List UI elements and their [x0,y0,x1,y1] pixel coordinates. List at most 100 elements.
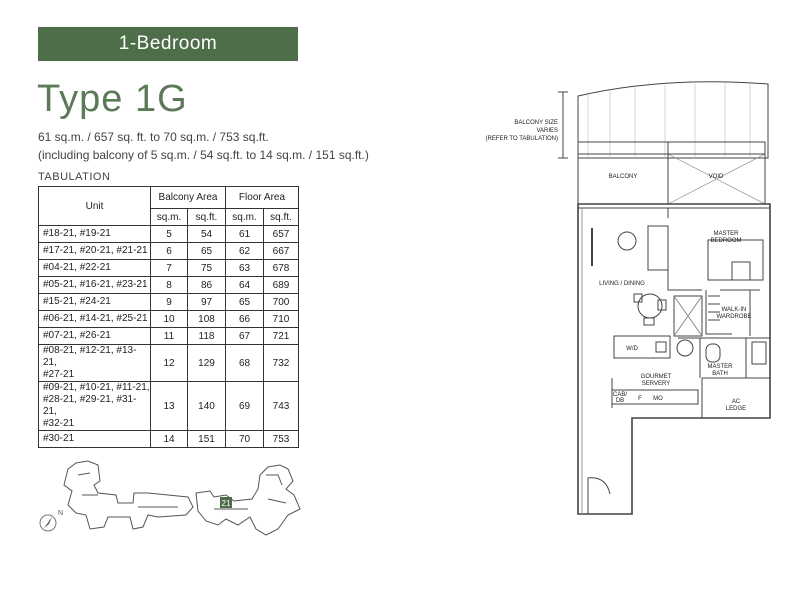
b-sqft-cell: 140 [187,381,226,431]
unit-numbers-cell: #05-21, #16-21, #23-21 [38,276,151,294]
bed-furniture [707,239,764,281]
balcony-note-line2: VARIES [536,128,558,134]
label-master-bedroom-1: MASTER [713,231,739,237]
label-wd: W/D [626,346,638,352]
balcony-note-line1: BALCONY SIZE [514,120,558,126]
key-plan-block-east [195,464,301,536]
f-sqft-cell: 710 [263,310,299,328]
f-sqm-cell: 67 [225,327,264,345]
f-sqft-cell: 700 [263,293,299,311]
label-master-bedroom-2: BEDROOM [710,238,741,244]
b-sqm-cell: 9 [150,293,188,311]
key-plan-unit-marker: 21 [222,499,231,508]
label-balcony: BALCONY [609,174,638,180]
b-sqm-cell: 12 [150,344,188,382]
b-sqm-cell: 8 [150,276,188,294]
b-sqm-cell: 7 [150,259,188,277]
unit-type-title: Type 1G [37,78,188,120]
header-unit: Unit [38,186,151,226]
kitchen-counter [613,335,671,359]
label-void: VOID [709,174,724,180]
f-sqft-cell: 721 [263,327,299,345]
unit-outline [577,203,771,515]
balcony-range-line: (including balcony of 5 sq.m. / 54 sq.ft… [38,148,369,162]
subheader-balcony-sqm: sq.m. [150,208,188,226]
balcony-note-line3: (REFER TO TABULATION) [486,136,558,142]
b-sqft-cell: 97 [187,293,226,311]
table-row: #09-21, #10-21, #11-21,#28-21, #29-21, #… [38,381,299,431]
b-sqm-cell: 5 [150,225,188,243]
subheader-balcony-sqft: sq.ft. [187,208,226,226]
f-sqft-cell: 732 [263,344,299,382]
label-ac-ledge-1: AC [732,399,741,405]
label-ac-ledge-2: LEDGE [726,406,746,412]
key-plan-block-west [63,460,194,530]
label-db: DB [616,398,624,404]
key-plan-unit-highlight [220,497,232,508]
b-sqft-cell: 75 [187,259,226,277]
f-sqft-cell: 657 [263,225,299,243]
balcony-area [577,141,669,205]
side-table-furniture [617,231,637,251]
subheader-floor-sqft: sq.ft. [263,208,299,226]
b-sqft-cell: 65 [187,242,226,260]
f-sqm-cell: 65 [225,293,264,311]
unit-numbers-cell: #17-21, #20-21, #21-21 [38,242,151,260]
header-floor-area: Floor Area [225,186,299,209]
area-range-line: 61 sq.m. / 657 sq. ft. to 70 sq.m. / 753… [38,130,269,144]
floor-plan: BALCONY SIZE VARIES (REFER TO TABULATION… [470,78,780,523]
f-sqft-cell: 743 [263,381,299,431]
compass-icon [39,514,57,532]
f-sqft-cell: 667 [263,242,299,260]
label-master-bath-2: BATH [712,371,728,377]
unit-numbers-cell: #04-21, #22-21 [38,259,151,277]
b-sqm-cell: 6 [150,242,188,260]
header-balcony-area: Balcony Area [150,186,226,209]
f-sqm-cell: 64 [225,276,264,294]
unit-numbers-cell: #07-21, #26-21 [38,327,151,345]
unit-category-banner: 1-Bedroom [38,27,298,61]
f-sqm-cell: 68 [225,344,264,382]
void-area [667,141,766,205]
balcony-overhang-outline [577,81,769,159]
subheader-floor-sqm: sq.m. [225,208,264,226]
unit-numbers-cell: #09-21, #10-21, #11-21,#28-21, #29-21, #… [38,381,151,431]
label-fridge: F [638,396,642,402]
storage-cabinet [673,295,703,337]
label-microwave: MO [653,396,663,402]
unit-numbers-cell: #18-21, #19-21 [38,225,151,243]
b-sqm-cell: 10 [150,310,188,328]
b-sqft-cell: 108 [187,310,226,328]
f-sqm-cell: 66 [225,310,264,328]
f-sqft-cell: 753 [263,430,299,448]
b-sqm-cell: 11 [150,327,188,345]
b-sqft-cell: 54 [187,225,226,243]
unit-numbers-cell: #30-21 [38,430,151,448]
label-walk-in-2: WARDROBE [716,314,751,320]
compass-north-label: N [58,510,63,517]
label-cab: CAB/ [613,392,627,398]
tabulation-table: Unit Balcony Area Floor Area sq.m. sq.ft… [38,186,299,448]
label-walk-in-1: WALK-IN [722,307,747,313]
tabulation-heading: TABULATION [38,171,111,183]
f-sqft-cell: 689 [263,276,299,294]
toilet-fixture [705,343,721,363]
f-sqft-cell: 678 [263,259,299,277]
label-gourmet-2: SERVERY [642,381,670,387]
f-sqm-cell: 61 [225,225,264,243]
b-sqm-cell: 14 [150,430,188,448]
basin-fixture [751,341,767,365]
b-sqft-cell: 129 [187,344,226,382]
f-sqm-cell: 69 [225,381,264,431]
unit-numbers-cell: #15-21, #24-21 [38,293,151,311]
f-sqm-cell: 70 [225,430,264,448]
b-sqft-cell: 118 [187,327,226,345]
b-sqft-cell: 86 [187,276,226,294]
unit-numbers-cell: #08-21, #12-21, #13-21,#27-21 [38,344,151,382]
